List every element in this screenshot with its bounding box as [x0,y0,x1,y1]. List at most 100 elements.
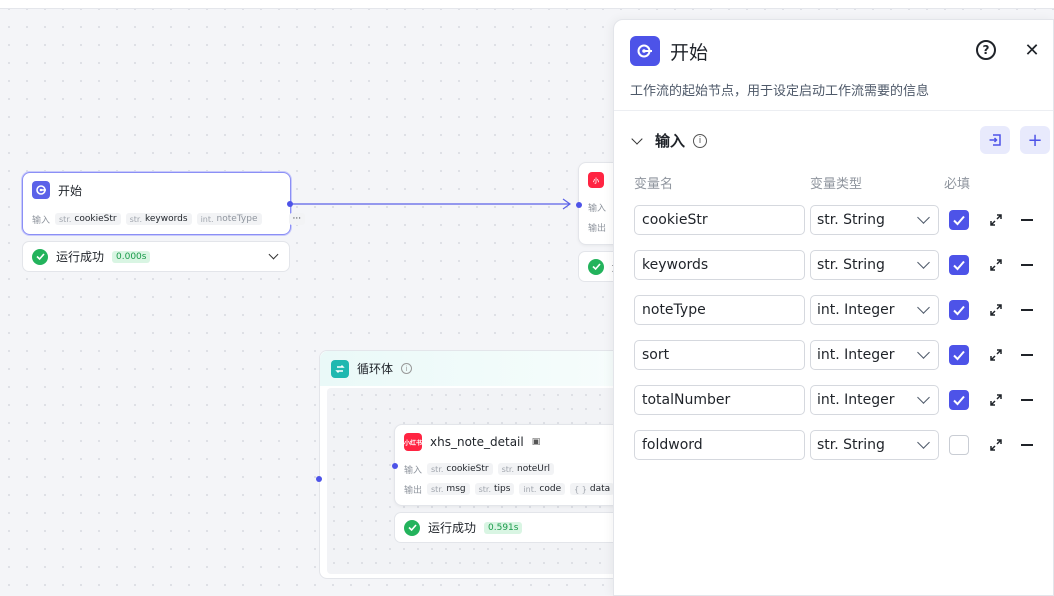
variable-name-input[interactable] [634,430,805,460]
xhs-note-detail-node[interactable]: 小红书 xhs_note_detail ▣ 输入 str.cookieStr s… [392,424,644,506]
output-tag: str.msg [427,483,470,495]
variable-type-select[interactable]: int. Integer [810,295,939,325]
duration-badge: 0.591s [484,521,523,534]
start-node-title: 开始 [58,183,83,198]
col-header-required: 必填 [944,177,971,192]
loop-icon [331,359,349,378]
xhs-icon: 小红书 [404,433,422,451]
variable-type-select[interactable]: int. Integer [810,340,939,370]
variable-type-value: str. String [817,212,885,228]
xhs-node-title: xhs_note_detail [430,435,524,449]
chevron-down-icon [917,391,930,404]
variable-row: int. Integer [614,295,1054,325]
remove-variable-button[interactable] [1021,354,1033,356]
expand-icon[interactable] [986,300,1006,320]
output-label: 输出 [588,223,607,234]
input-label: 输入 [404,465,423,476]
chevron-down-icon [917,211,930,224]
plugin-icon: ▣ [531,437,541,447]
variable-row: int. Integer [614,340,1054,370]
required-checkbox[interactable] [949,300,969,320]
required-checkbox[interactable] [949,210,969,230]
col-header-name: 变量名 [634,177,674,192]
output-tag: int.code [519,483,566,495]
more-tags-button[interactable]: ··· [288,213,306,225]
check-icon [404,519,420,536]
col-header-type: 变量类型 [810,177,863,192]
input-tag: str.cookieStr [55,213,121,225]
expand-icon[interactable] [986,435,1006,455]
input-tag: int.noteType [196,213,262,225]
input-tag: str.keywords [125,213,192,225]
loop-node-title: 循环体 [357,362,394,376]
required-checkbox[interactable] [949,435,969,455]
variable-row: str. String [614,205,1054,235]
input-label: 输入 [588,203,607,214]
output-tag: { }data [570,483,615,495]
expand-icon[interactable] [986,210,1006,230]
info-icon[interactable]: i [401,363,413,374]
help-icon[interactable]: ? [976,40,996,60]
add-variable-button[interactable]: + [1020,126,1050,154]
variable-name-input[interactable] [634,385,805,415]
variable-row: str. String [614,430,1054,460]
info-icon[interactable]: i [693,133,708,148]
chevron-down-icon [917,346,930,359]
remove-variable-button[interactable] [1021,219,1033,221]
top-bar [0,0,1054,9]
variable-type-value: int. Integer [817,347,895,363]
variable-type-value: str. String [817,437,885,453]
required-checkbox[interactable] [949,345,969,365]
status-text: 运行成功 [428,521,477,535]
required-checkbox[interactable] [949,390,969,410]
check-icon [588,258,604,275]
check-icon [32,248,48,265]
variable-type-value: int. Integer [817,302,895,318]
variable-name-input[interactable] [634,295,805,325]
variable-type-select[interactable]: str. String [810,250,939,280]
panel-description: 工作流的起始节点，用于设定启动工作流需要的信息 [630,84,930,99]
expand-icon[interactable] [986,390,1006,410]
xhs-icon: 小 [588,172,604,188]
remove-variable-button[interactable] [1021,399,1033,401]
output-label: 输出 [404,485,423,496]
input-tag: str.noteUrl [497,463,555,475]
import-button[interactable] [980,126,1010,154]
output-port[interactable] [287,201,293,207]
xhs-run-status[interactable]: 运行成功 0.591s [394,512,644,543]
panel-title: 开始 [670,41,709,64]
remove-variable-button[interactable] [1021,264,1033,266]
expand-icon[interactable] [986,255,1006,275]
variable-type-value: int. Integer [817,392,895,408]
duration-badge: 0.000s [112,250,151,263]
input-label: 输入 [32,215,51,226]
input-port[interactable] [392,463,398,469]
input-port[interactable] [576,202,582,208]
variable-row: int. Integer [614,385,1054,415]
variable-name-input[interactable] [634,205,805,235]
chevron-down-icon[interactable] [631,132,643,145]
remove-variable-button[interactable] [1021,444,1033,446]
start-run-status[interactable]: 运行成功 0.000s [22,241,290,272]
start-node[interactable]: 开始 输入 str.cookieStr str.keywords int.not… [22,172,306,235]
chevron-down-icon[interactable] [268,249,279,260]
chevron-down-icon [917,301,930,314]
node-config-panel: 开始 ? ✕ 工作流的起始节点，用于设定启动工作流需要的信息 输入 i + 变量… [613,19,1054,596]
output-tag: str.tips [474,483,515,495]
variable-type-select[interactable]: str. String [810,430,939,460]
start-icon [630,36,660,66]
close-icon[interactable]: ✕ [1024,39,1040,61]
variable-type-select[interactable]: int. Integer [810,385,939,415]
chevron-down-icon [917,256,930,269]
expand-icon[interactable] [986,345,1006,365]
variable-name-input[interactable] [634,250,805,280]
remove-variable-button[interactable] [1021,309,1033,311]
chevron-down-icon [917,436,930,449]
variable-name-input[interactable] [634,340,805,370]
variable-type-select[interactable]: str. String [810,205,939,235]
status-text: 运行成功 [56,250,105,264]
required-checkbox[interactable] [949,255,969,275]
variable-row: str. String [614,250,1054,280]
loop-inner-port[interactable] [316,476,322,482]
edge-arrow-1 [562,198,572,210]
